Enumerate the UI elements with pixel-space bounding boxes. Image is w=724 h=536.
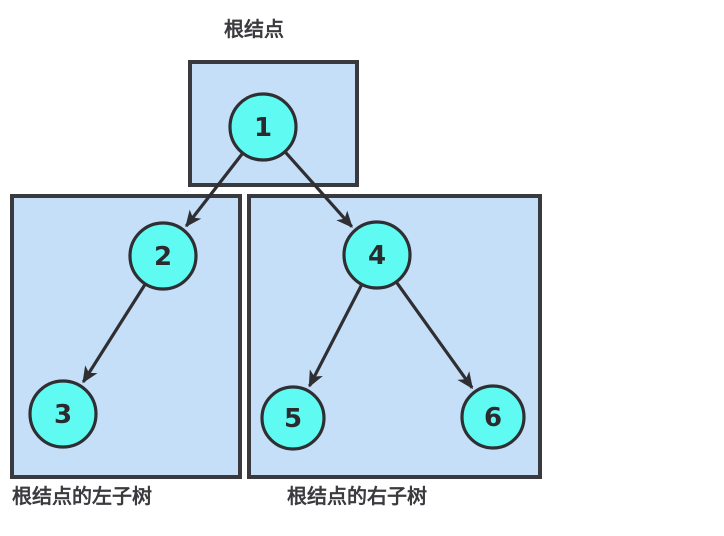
node-label-1: 1 [254, 113, 272, 143]
edge-node4-to-node5 [308, 284, 363, 388]
node-circle-3 [28, 379, 98, 449]
node-label-4: 4 [368, 241, 386, 271]
tree-node-6: 6 [460, 384, 526, 450]
tree-nodes: 1 2 3 4 5 6 [28, 92, 526, 451]
edge-node1-to-node2 [185, 152, 244, 228]
node-label-6: 6 [484, 403, 502, 433]
node-label-2: 2 [154, 242, 172, 272]
left-subtree-caption: 根结点的左子树 [12, 484, 152, 508]
edge-node1-to-node4 [284, 151, 353, 228]
edge-node4-to-node6 [395, 281, 474, 390]
node-label-3: 3 [54, 400, 72, 430]
edge-node2-to-node3 [81, 283, 147, 384]
node-circle-6 [460, 384, 526, 450]
diagram-captions: 根结点 根结点的左子树 根结点的右子树 [12, 17, 427, 508]
tree-node-5: 5 [260, 385, 326, 451]
tree-node-1: 1 [228, 92, 298, 162]
node-label-5: 5 [284, 404, 302, 434]
root-caption: 根结点 [224, 17, 284, 41]
node-circle-4 [342, 220, 412, 290]
tree-node-3: 3 [28, 379, 98, 449]
tree-node-2: 2 [128, 221, 198, 291]
tree-node-4: 4 [342, 220, 412, 290]
right-subtree-caption: 根结点的右子树 [287, 484, 427, 508]
node-circle-5 [260, 385, 326, 451]
node-circle-2 [128, 221, 198, 291]
node-circle-1 [228, 92, 298, 162]
tree-edges [81, 151, 474, 390]
